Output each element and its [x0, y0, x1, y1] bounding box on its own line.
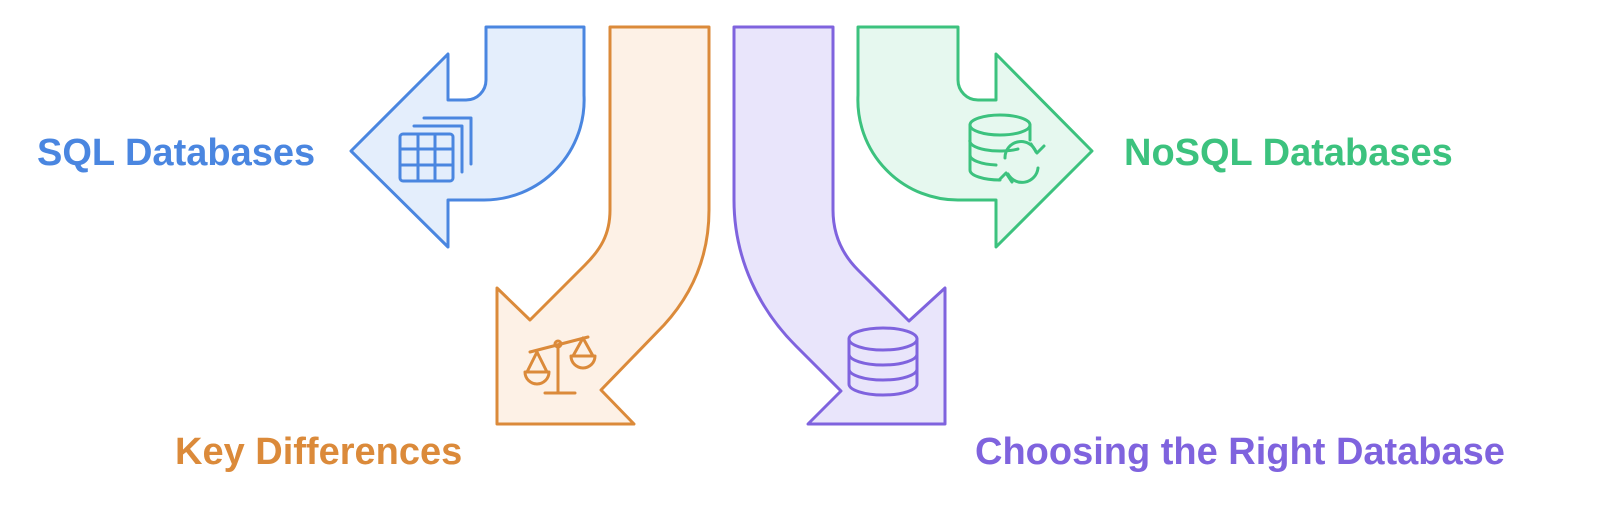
sql-arrow — [349, 25, 586, 249]
nosql-arrow-group — [856, 25, 1094, 249]
table-stack-icon — [398, 116, 473, 183]
key-differences-label: Key Differences — [175, 431, 462, 473]
database-icon — [847, 326, 919, 397]
key-differences-arrow — [495, 25, 711, 426]
choosing-database-arrow — [732, 25, 947, 426]
sql-databases-label: SQL Databases — [37, 132, 315, 174]
database-sync-icon — [968, 113, 1046, 184]
nosql-databases-label: NoSQL Databases — [1124, 132, 1453, 174]
sql-arrow-group — [349, 25, 586, 249]
balance-scale-icon — [523, 335, 597, 395]
choosing-database-label: Choosing the Right Database — [975, 431, 1505, 473]
nosql-arrow — [856, 25, 1094, 249]
choosing-database-arrow-group — [732, 25, 947, 426]
key-differences-arrow-group — [495, 25, 711, 426]
